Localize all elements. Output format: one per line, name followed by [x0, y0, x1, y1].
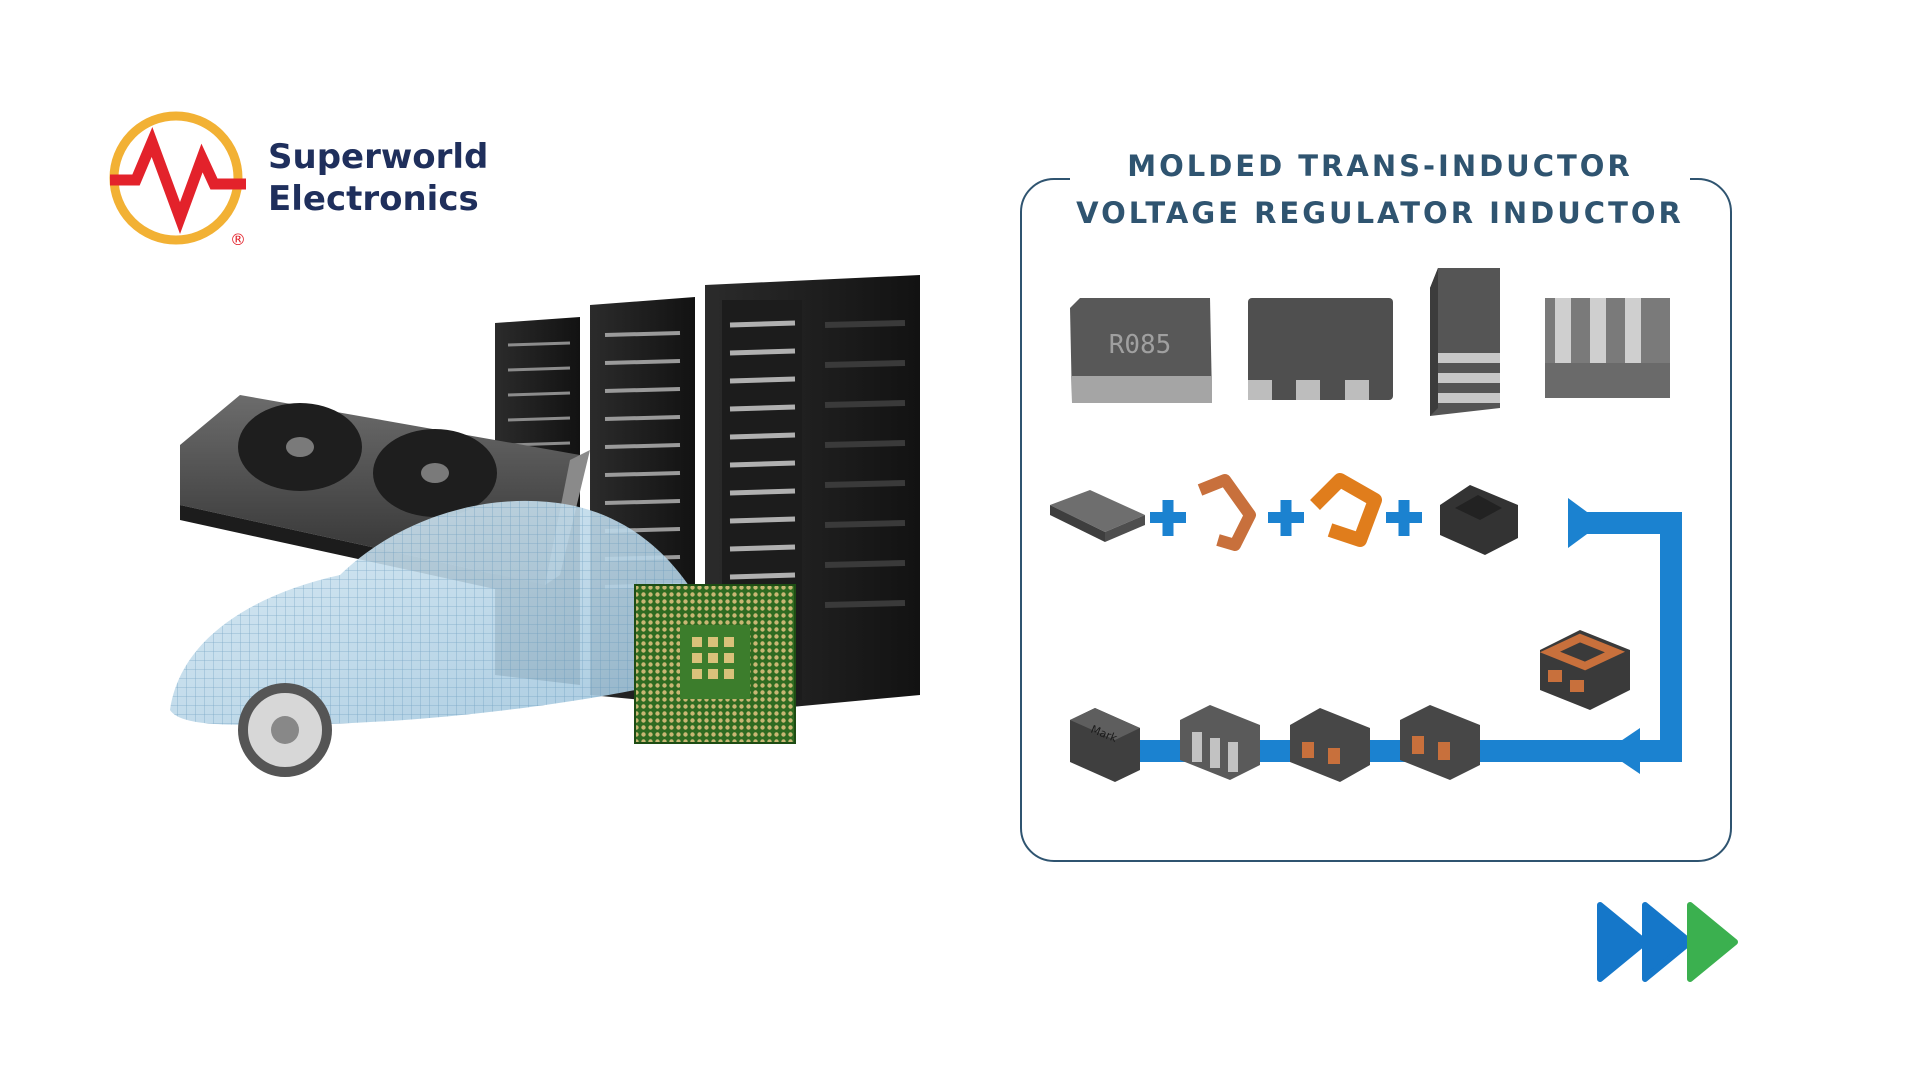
- manufacturing-process-flow: Mark: [1050, 473, 1682, 782]
- inductor-product-4: [1545, 298, 1670, 398]
- step-orange-clip: [1310, 473, 1382, 547]
- car-wireframe: [170, 500, 700, 777]
- plus-icon: [1386, 500, 1422, 536]
- panel-title-line1: MOLDED TRANS-INDUCTOR: [1127, 149, 1633, 183]
- step-shell: [1440, 485, 1518, 555]
- application-collage: [170, 275, 920, 777]
- product-marking: R085: [1109, 330, 1172, 360]
- inductor-products: R085: [1070, 268, 1670, 416]
- inductor-product-2: [1248, 298, 1393, 400]
- step-assembled: [1539, 630, 1630, 710]
- flow-arrow-left-icon: [1606, 728, 1640, 774]
- step-finished-copper-a: [1290, 708, 1370, 782]
- inductor-product-3: [1430, 268, 1500, 416]
- plus-icon: [1268, 500, 1304, 536]
- brand-name-line2: Electronics: [268, 179, 479, 219]
- triple-chevron-right-icon[interactable]: [1590, 900, 1740, 984]
- step-core: [1050, 490, 1145, 542]
- step-finished-marked: Mark: [1070, 708, 1140, 782]
- inductor-product-1: R085: [1070, 298, 1212, 403]
- step-copper-clip: [1197, 474, 1256, 551]
- title-backdrop: [1070, 140, 1690, 240]
- flow-arrow-right-icon: [1568, 498, 1602, 548]
- brand-name-line1: Superworld: [268, 137, 489, 177]
- registered-mark: ®: [230, 230, 246, 248]
- brand-name: Superworld Electronics: [268, 136, 488, 220]
- step-finished-terminals: [1180, 705, 1260, 780]
- cpu-chip: [634, 584, 796, 744]
- plus-icon: [1150, 500, 1186, 536]
- step-finished-copper-b: [1400, 705, 1480, 780]
- brand-logo-icon: ®: [109, 111, 246, 248]
- panel-title-line2: VOLTAGE REGULATOR INDUCTOR: [1076, 196, 1684, 230]
- panel-title: MOLDED TRANS-INDUCTOR VOLTAGE REGULATOR …: [1040, 143, 1720, 237]
